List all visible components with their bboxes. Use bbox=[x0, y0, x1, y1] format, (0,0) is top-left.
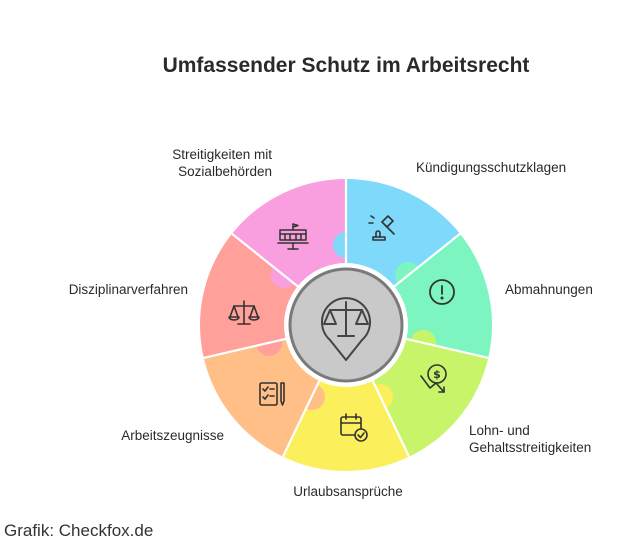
gavel-icon bbox=[368, 215, 395, 241]
label-arbeitszeugnisse: Arbeitszeugnisse bbox=[121, 428, 224, 443]
scales-icon bbox=[228, 300, 260, 325]
label-disziplinarverfahren: Disziplinarverfahren bbox=[68, 282, 188, 297]
checklist-pen-icon bbox=[259, 382, 285, 406]
credit-text: Grafik: Checkfox.de bbox=[4, 521, 154, 540]
label-kuendigungsschutzklagen: Kündigungsschutzklagen bbox=[416, 160, 567, 175]
exclamation-icon bbox=[429, 279, 455, 305]
label-sozialbehoerden: Streitigkeiten mit Sozialbehörden bbox=[172, 147, 272, 179]
label-abmahnungen: Abmahnungen bbox=[505, 282, 593, 297]
label-urlaubsansprueche: Urlaubsansprüche bbox=[293, 484, 403, 499]
label-lohn-gehalt: Lohn- und Gehaltsstreitigkeiten bbox=[469, 423, 592, 455]
government-building-icon bbox=[277, 223, 309, 250]
money-decline-icon: $ bbox=[420, 364, 447, 393]
page-title: Umfassender Schutz im Arbeitsrecht bbox=[162, 54, 530, 77]
svg-text:$: $ bbox=[433, 368, 441, 381]
scales-pin-icon bbox=[321, 297, 371, 361]
segment-urlaubsansprueche bbox=[277, 325, 415, 471]
calendar-check-icon bbox=[340, 413, 368, 442]
